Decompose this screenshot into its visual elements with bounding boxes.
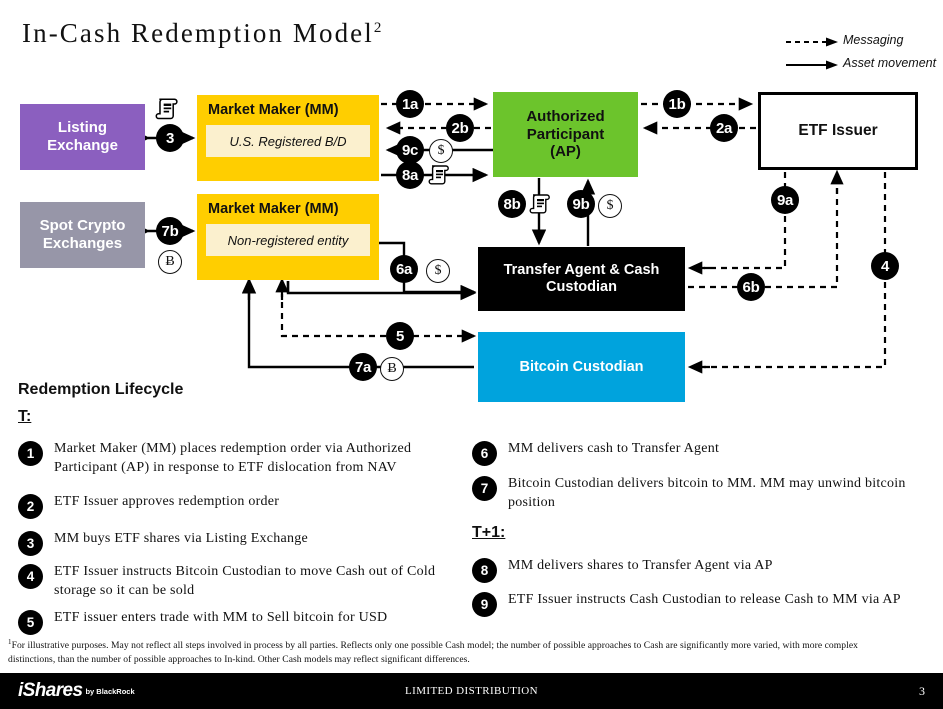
scroll-document-icon-3 <box>155 98 178 120</box>
badge-9b[interactable]: 9b <box>567 190 595 218</box>
lifecycle-item-3-text: MM buys ETF shares via Listing Exchange <box>54 531 308 546</box>
lifecycle-item-8: 8 MM delivers shares to Transfer Agent v… <box>472 557 922 583</box>
footnote: 1For illustrative purposes. May not refl… <box>8 637 868 667</box>
badge-1b[interactable]: 1b <box>663 90 691 118</box>
lifecycle-item-7-number: 7 <box>472 476 497 501</box>
lifecycle-item-8-number: 8 <box>472 558 497 583</box>
badge-7b[interactable]: 7b <box>156 217 184 245</box>
box-etf-issuer-label: ETF Issuer <box>798 121 878 139</box>
footnote-text: For illustrative purposes. May not refle… <box>8 640 858 666</box>
badge-9a[interactable]: 9a <box>771 186 799 214</box>
scroll-document-icon-8a <box>428 165 449 185</box>
legend: Messaging Asset movement <box>786 33 938 75</box>
box-market-maker-nonregistered[interactable]: Market Maker (MM) Non-registered entity <box>197 194 379 280</box>
badge-7a[interactable]: 7a <box>349 353 377 381</box>
lifecycle-item-1-number: 1 <box>18 441 43 466</box>
dollar-icon-6a: $ <box>426 259 450 283</box>
lifecycle-item-2-number: 2 <box>18 494 43 519</box>
badge-2a[interactable]: 2a <box>710 114 738 142</box>
box-listing-exchange[interactable]: Listing Exchange <box>20 104 145 170</box>
lifecycle-heading: Redemption Lifecycle <box>18 381 184 398</box>
bitcoin-icon-7a: Ƀ <box>380 357 404 381</box>
badge-2b[interactable]: 2b <box>446 114 474 142</box>
badge-3[interactable]: 3 <box>156 124 184 152</box>
legend-label-asset-movement: Asset movement <box>843 56 937 70</box>
lifecycle-item-4-text: ETF Issuer instructs Bitcoin Custodian t… <box>54 564 436 598</box>
lifecycle-item-4-number: 4 <box>18 564 43 589</box>
market-maker-2-subtitle: Non-registered entity <box>206 224 370 256</box>
lifecycle-item-5: 5 ETF issuer enters trade with MM to Sel… <box>18 609 458 635</box>
listing-line1: Listing <box>57 119 108 137</box>
lifecycle-item-7: 7 Bitcoin Custodian delivers bitcoin to … <box>472 475 922 513</box>
box-market-maker-registered[interactable]: Market Maker (MM) U.S. Registered B/D <box>197 95 379 181</box>
lifecycle-item-2: 2 ETF Issuer approves redemption order <box>18 493 443 519</box>
lifecycle-item-1: 1 Market Maker (MM) places redemption or… <box>18 440 443 478</box>
lifecycle-item-3: 3 MM buys ETF shares via Listing Exchang… <box>18 530 443 556</box>
listing-line2: Exchange <box>47 137 118 154</box>
badge-8b[interactable]: 8b <box>498 190 526 218</box>
lifecycle-item-9-text: ETF Issuer instructs Cash Custodian to r… <box>508 592 901 607</box>
box-transfer-agent-label: Transfer Agent & Cash Custodian <box>504 262 660 296</box>
box-listing-exchange-label: Listing Exchange <box>47 119 118 154</box>
footer-center-text: LIMITED DISTRIBUTION <box>405 685 538 697</box>
lifecycle-item-6-number: 6 <box>472 441 497 466</box>
ta-line1: Transfer Agent & Cash <box>503 262 660 279</box>
lifecycle-section-t-plus-1: T+1: <box>472 524 506 541</box>
box-spot-crypto-label: Spot Crypto Exchanges <box>40 217 126 252</box>
ap-line2: Participant <box>526 125 605 143</box>
lifecycle-item-6: 6 MM delivers cash to Transfer Agent <box>472 440 922 466</box>
brand-suffix: by BlackRock <box>85 687 135 696</box>
page-title-footnote-marker: 2 <box>373 20 382 36</box>
box-authorized-participant-label: Authorized Participant (AP) <box>526 108 604 161</box>
lifecycle-item-2-text: ETF Issuer approves redemption order <box>54 494 280 509</box>
lifecycle-section-t: T: <box>18 408 32 425</box>
solid-arrow-icon <box>786 60 838 70</box>
footer-page-number: 3 <box>919 684 925 698</box>
page-title: In-Cash Redemption Model2 <box>22 18 381 49</box>
badge-9c[interactable]: 9c <box>396 136 424 164</box>
lifecycle-item-9: 9 ETF Issuer instructs Cash Custodian to… <box>472 591 920 617</box>
lifecycle-item-7-text: Bitcoin Custodian delivers bitcoin to MM… <box>508 476 906 510</box>
box-authorized-participant[interactable]: Authorized Participant (AP) <box>493 92 638 177</box>
box-transfer-agent-cash-custodian[interactable]: Transfer Agent & Cash Custodian <box>478 247 685 311</box>
lifecycle-item-3-number: 3 <box>18 531 43 556</box>
lifecycle-item-8-text: MM delivers shares to Transfer Agent via… <box>508 558 773 573</box>
box-bitcoin-custodian-label: Bitcoin Custodian <box>519 358 644 375</box>
box-etf-issuer[interactable]: ETF Issuer <box>758 92 918 170</box>
market-maker-1-subtitle: U.S. Registered B/D <box>206 125 370 157</box>
bitcoin-icon-7b: Ƀ <box>158 250 182 274</box>
badge-4[interactable]: 4 <box>871 252 899 280</box>
spot-line2: Exchanges <box>42 235 123 252</box>
badge-8a[interactable]: 8a <box>396 161 424 189</box>
badge-6b[interactable]: 6b <box>737 273 765 301</box>
brand-name: iShares <box>18 680 83 701</box>
box-bitcoin-custodian[interactable]: Bitcoin Custodian <box>478 332 685 402</box>
footnote-marker: 1 <box>8 638 12 646</box>
lifecycle-item-4: 4 ETF Issuer instructs Bitcoin Custodian… <box>18 563 443 601</box>
lifecycle-item-9-number: 9 <box>472 592 497 617</box>
page-title-text: In-Cash Redemption Model <box>22 18 374 48</box>
ap-line3: (AP) <box>550 143 581 161</box>
spot-line1: Spot Crypto <box>39 217 126 235</box>
badge-5[interactable]: 5 <box>386 322 414 350</box>
market-maker-1-title: Market Maker (MM) <box>208 102 339 118</box>
box-spot-crypto-exchanges[interactable]: Spot Crypto Exchanges <box>20 202 145 268</box>
badge-6a[interactable]: 6a <box>390 255 418 283</box>
dollar-icon-9b: $ <box>598 194 622 218</box>
dashed-arrow-icon <box>786 37 838 47</box>
market-maker-2-title: Market Maker (MM) <box>208 201 339 217</box>
ta-line2: Custodian <box>546 279 617 295</box>
lifecycle-item-5-number: 5 <box>18 610 43 635</box>
lifecycle-item-5-text: ETF issuer enters trade with MM to Sell … <box>54 610 388 625</box>
ap-line1: Authorized <box>526 108 605 126</box>
lifecycle-item-6-text: MM delivers cash to Transfer Agent <box>508 441 720 456</box>
scroll-document-icon-8b <box>529 194 550 214</box>
legend-label-messaging: Messaging <box>843 33 904 47</box>
badge-1a[interactable]: 1a <box>396 90 424 118</box>
dollar-icon-9c: $ <box>429 139 453 163</box>
lifecycle-item-1-text: Market Maker (MM) places redemption orde… <box>54 441 412 475</box>
